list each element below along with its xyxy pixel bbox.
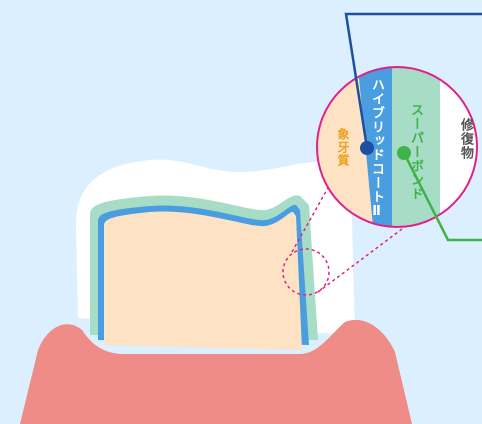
label-super-bond: スーパーボンド — [406, 103, 425, 201]
label-restoration: 修復物 — [456, 118, 475, 160]
label-dentin: 象牙質 — [335, 128, 352, 167]
label-hybrid-coat: ハイブリッドコートⅡ — [367, 78, 386, 220]
dentin — [104, 211, 302, 350]
